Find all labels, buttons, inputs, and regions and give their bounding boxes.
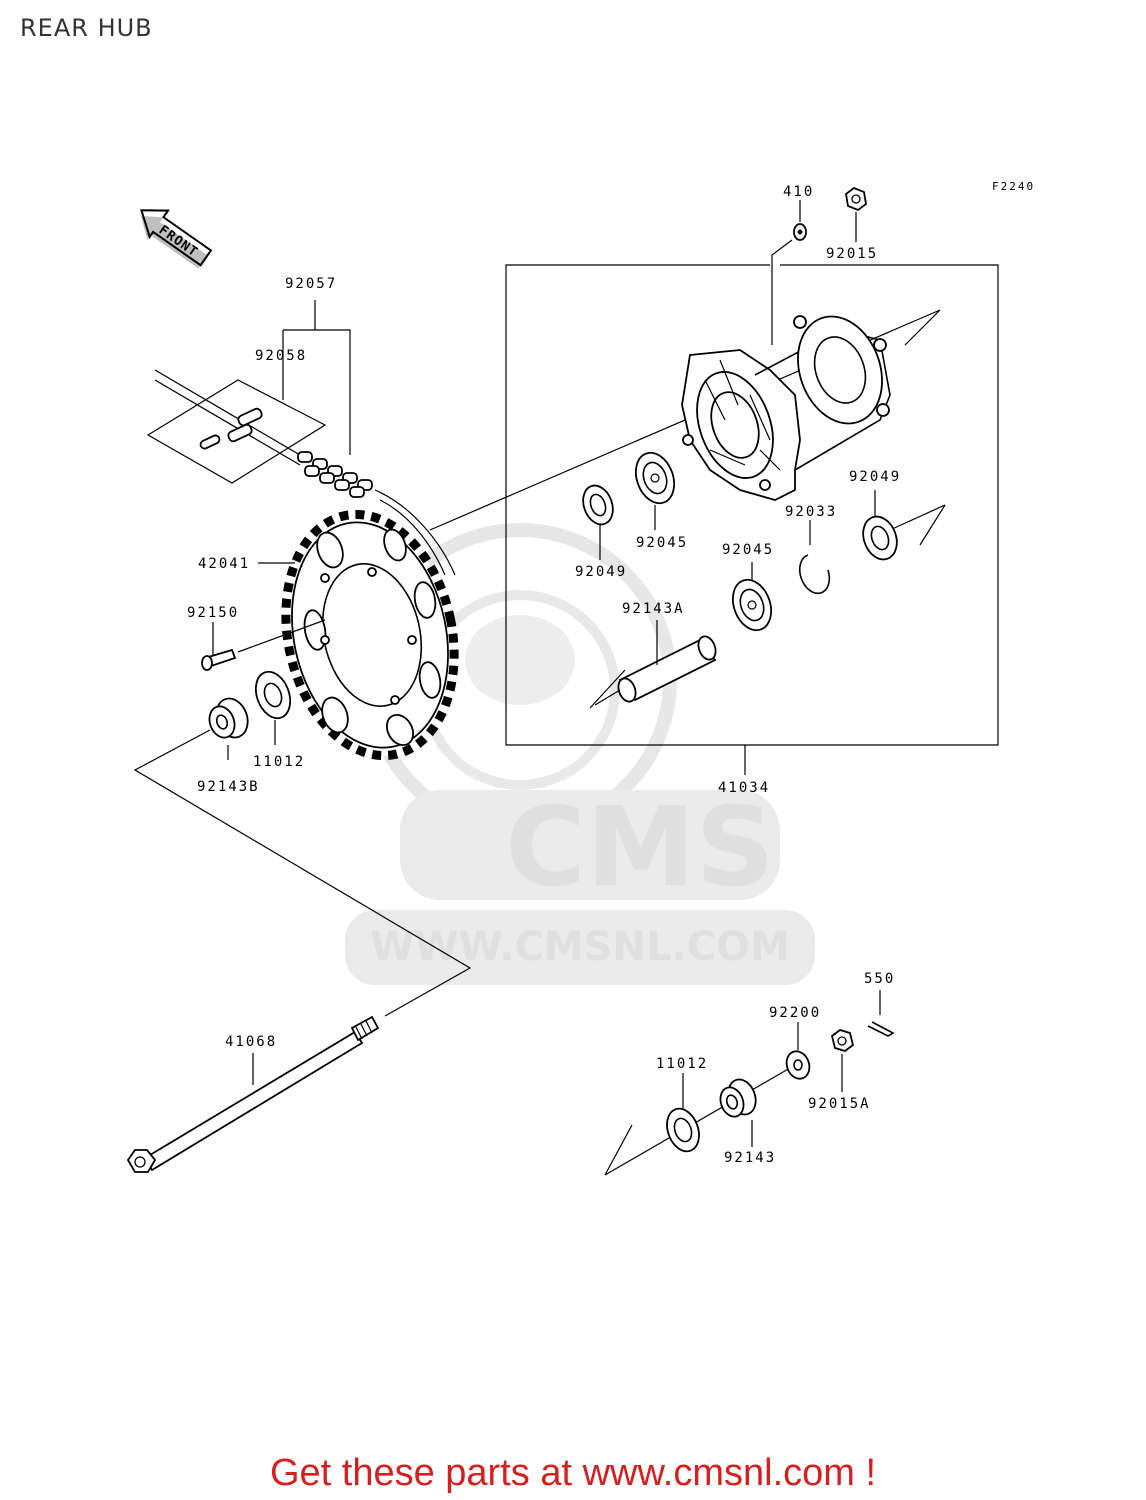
watermark-brand: CMS [505, 783, 774, 911]
label-42041: 42041 [198, 556, 250, 572]
label-92015a: 92015A [808, 1096, 871, 1112]
part-92143-collar [719, 1078, 757, 1147]
page-title: REAR HUB [20, 14, 153, 42]
part-92015a-nut [830, 1029, 855, 1092]
part-92150-bolt [201, 619, 326, 671]
part-92033-circlip [798, 520, 831, 595]
front-arrow-icon: FRONT [140, 209, 213, 269]
figure-code: F2240 [992, 180, 1035, 193]
promo-link[interactable]: Get these parts at www.cmsnl.com ! [269, 1452, 877, 1494]
part-41068-axle [126, 1015, 380, 1173]
part-11012-spacer-right [666, 1073, 700, 1153]
part-92045-bearing-right [731, 562, 773, 632]
part-92049-seal-left [582, 484, 614, 560]
label-41034: 41034 [718, 780, 770, 796]
label-410: 410 [783, 184, 814, 200]
label-92143a: 92143A [622, 601, 685, 617]
part-92200-washer [785, 1022, 811, 1080]
label-41068: 41068 [225, 1034, 277, 1050]
label-92143b: 92143B [197, 779, 260, 795]
watermark-url: WWW.CMSNL.COM [370, 924, 790, 970]
label-92150: 92150 [187, 605, 239, 621]
part-92049-seal-right [862, 490, 898, 561]
part-92057-chain [154, 300, 456, 576]
part-92015-nut [845, 186, 867, 242]
label-92045-left: 92045 [636, 535, 688, 551]
part-92143a-collar [589, 620, 717, 709]
part-550-cotter-pin [867, 990, 895, 1037]
label-92033: 92033 [785, 504, 837, 520]
part-rear-hub-body [681, 315, 891, 501]
part-92143b-collar [208, 697, 249, 760]
label-92058: 92058 [255, 348, 307, 364]
promo-banner: Get these parts at www.cmsnl.com ! [0, 1452, 1146, 1495]
hub-assembly-frame [505, 264, 999, 775]
label-92045-right: 92045 [722, 542, 774, 558]
right-axle-guide [604, 1067, 791, 1176]
label-92143: 92143 [724, 1150, 776, 1166]
label-92200: 92200 [769, 1005, 821, 1021]
label-11012-right: 11012 [656, 1056, 708, 1072]
part-92058-master-link [146, 330, 327, 484]
label-550: 550 [864, 971, 895, 987]
part-92045-bearing-left [634, 451, 676, 530]
axle-guide-line [133, 729, 472, 1017]
label-92057: 92057 [285, 276, 337, 292]
label-92049-right: 92049 [849, 469, 901, 485]
label-92049-left: 92049 [575, 564, 627, 580]
part-410-bolt [771, 200, 807, 345]
cmsnl-watermark: CMS WWW.CMSNL.COM [345, 523, 815, 985]
part-42041-sprocket [258, 509, 459, 761]
label-92015: 92015 [826, 246, 878, 262]
label-11012-left: 11012 [253, 754, 305, 770]
part-11012-spacer-left [254, 670, 292, 745]
